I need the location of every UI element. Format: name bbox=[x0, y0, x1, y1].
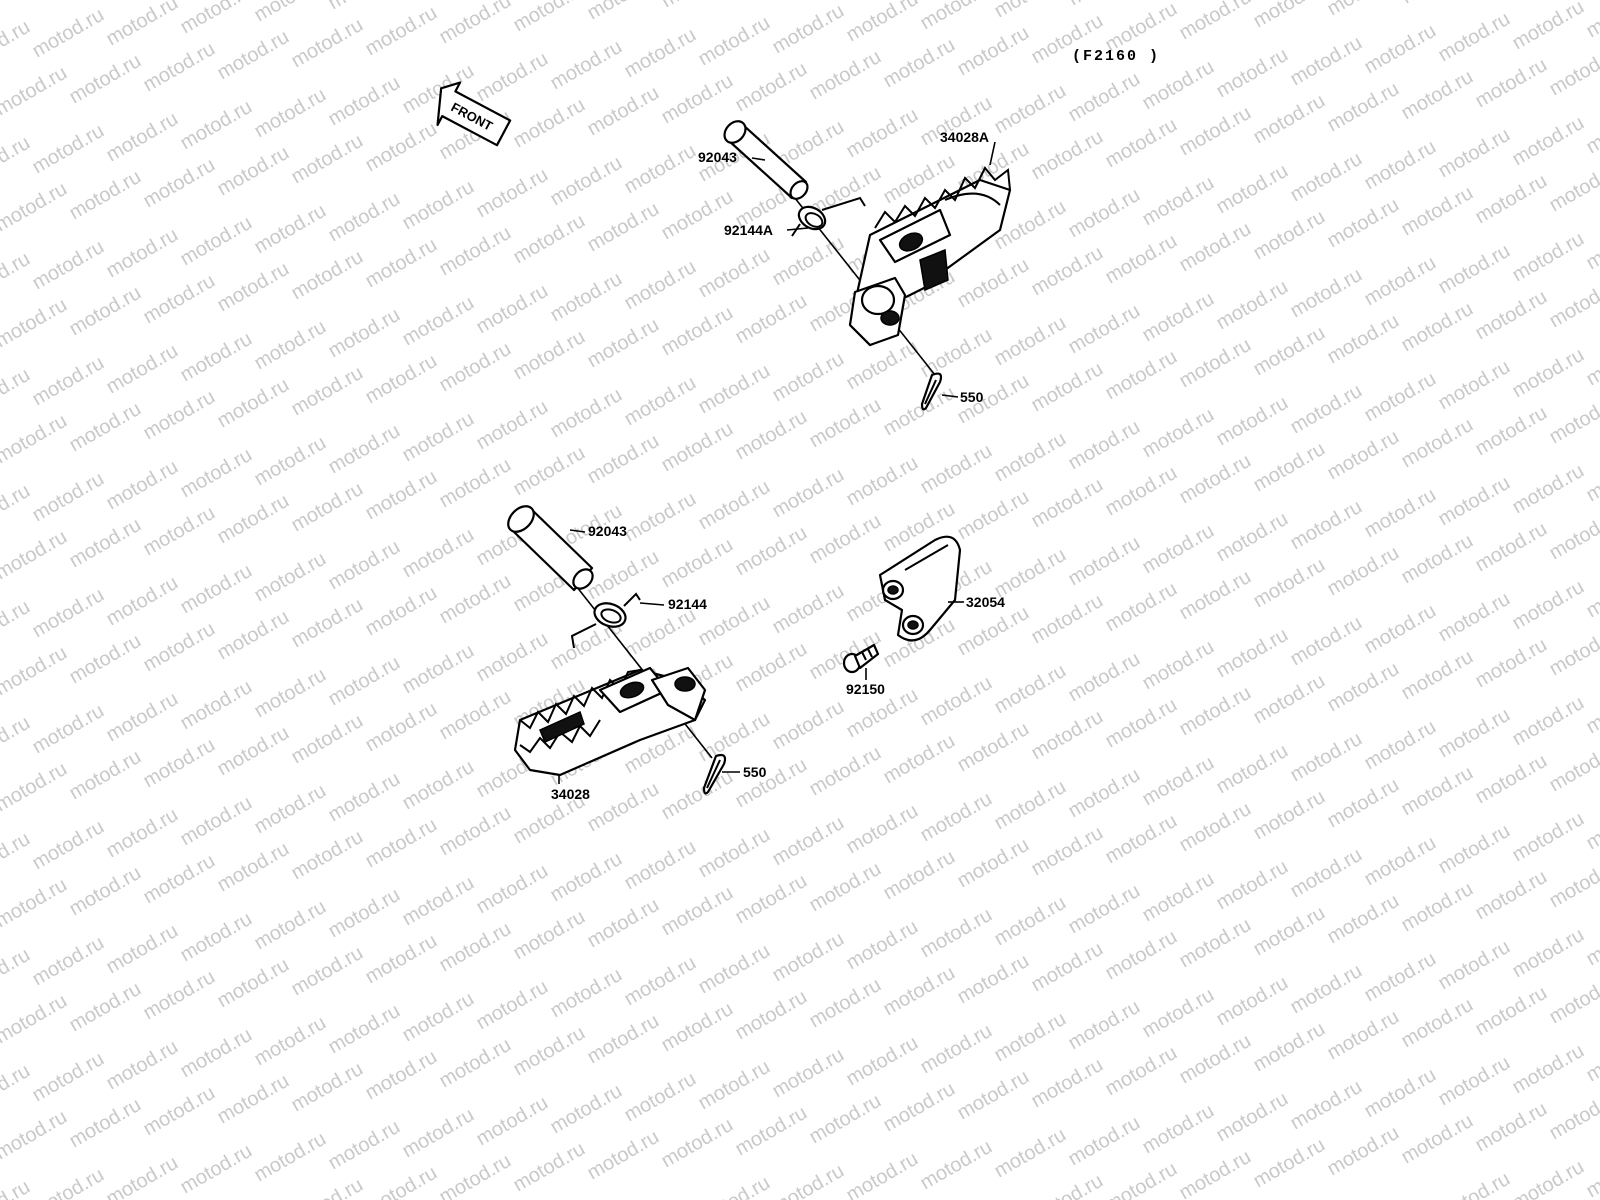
front-arrow-icon: FRONT bbox=[436, 81, 512, 147]
spring-92144A bbox=[791, 196, 866, 237]
label-32054: 32054 bbox=[966, 594, 1005, 610]
diagram-code: (F2160 ) bbox=[1072, 48, 1160, 65]
spring-92144 bbox=[570, 592, 641, 649]
label-34028: 34028 bbox=[551, 786, 590, 802]
leader-spring-lower bbox=[639, 602, 665, 606]
leader-spring-upper bbox=[786, 227, 809, 231]
label-550-lower: 550 bbox=[743, 764, 767, 780]
footpeg-34028A bbox=[848, 166, 1012, 347]
footpeg-34028 bbox=[513, 666, 707, 777]
leader-cotter-upper bbox=[941, 394, 959, 398]
label-92043-upper: 92043 bbox=[698, 149, 737, 165]
pin-92043-upper bbox=[723, 120, 809, 200]
leader-pin-upper bbox=[751, 157, 766, 161]
label-550-upper: 550 bbox=[960, 389, 984, 405]
leader-footpeg-right bbox=[989, 141, 996, 166]
bolt-92150 bbox=[842, 643, 880, 674]
label-92144: 92144 bbox=[668, 596, 707, 612]
cotter-pin-550-upper bbox=[920, 372, 943, 411]
leader-pin-lower bbox=[569, 529, 586, 533]
label-92144A: 92144A bbox=[724, 222, 773, 238]
label-92043-lower: 92043 bbox=[588, 523, 627, 539]
label-34028A: 34028A bbox=[940, 129, 989, 145]
bracket-32054 bbox=[878, 535, 962, 642]
label-92150: 92150 bbox=[846, 681, 885, 697]
pin-92043-lower bbox=[507, 505, 594, 592]
cotter-pin-550-lower bbox=[702, 753, 727, 795]
